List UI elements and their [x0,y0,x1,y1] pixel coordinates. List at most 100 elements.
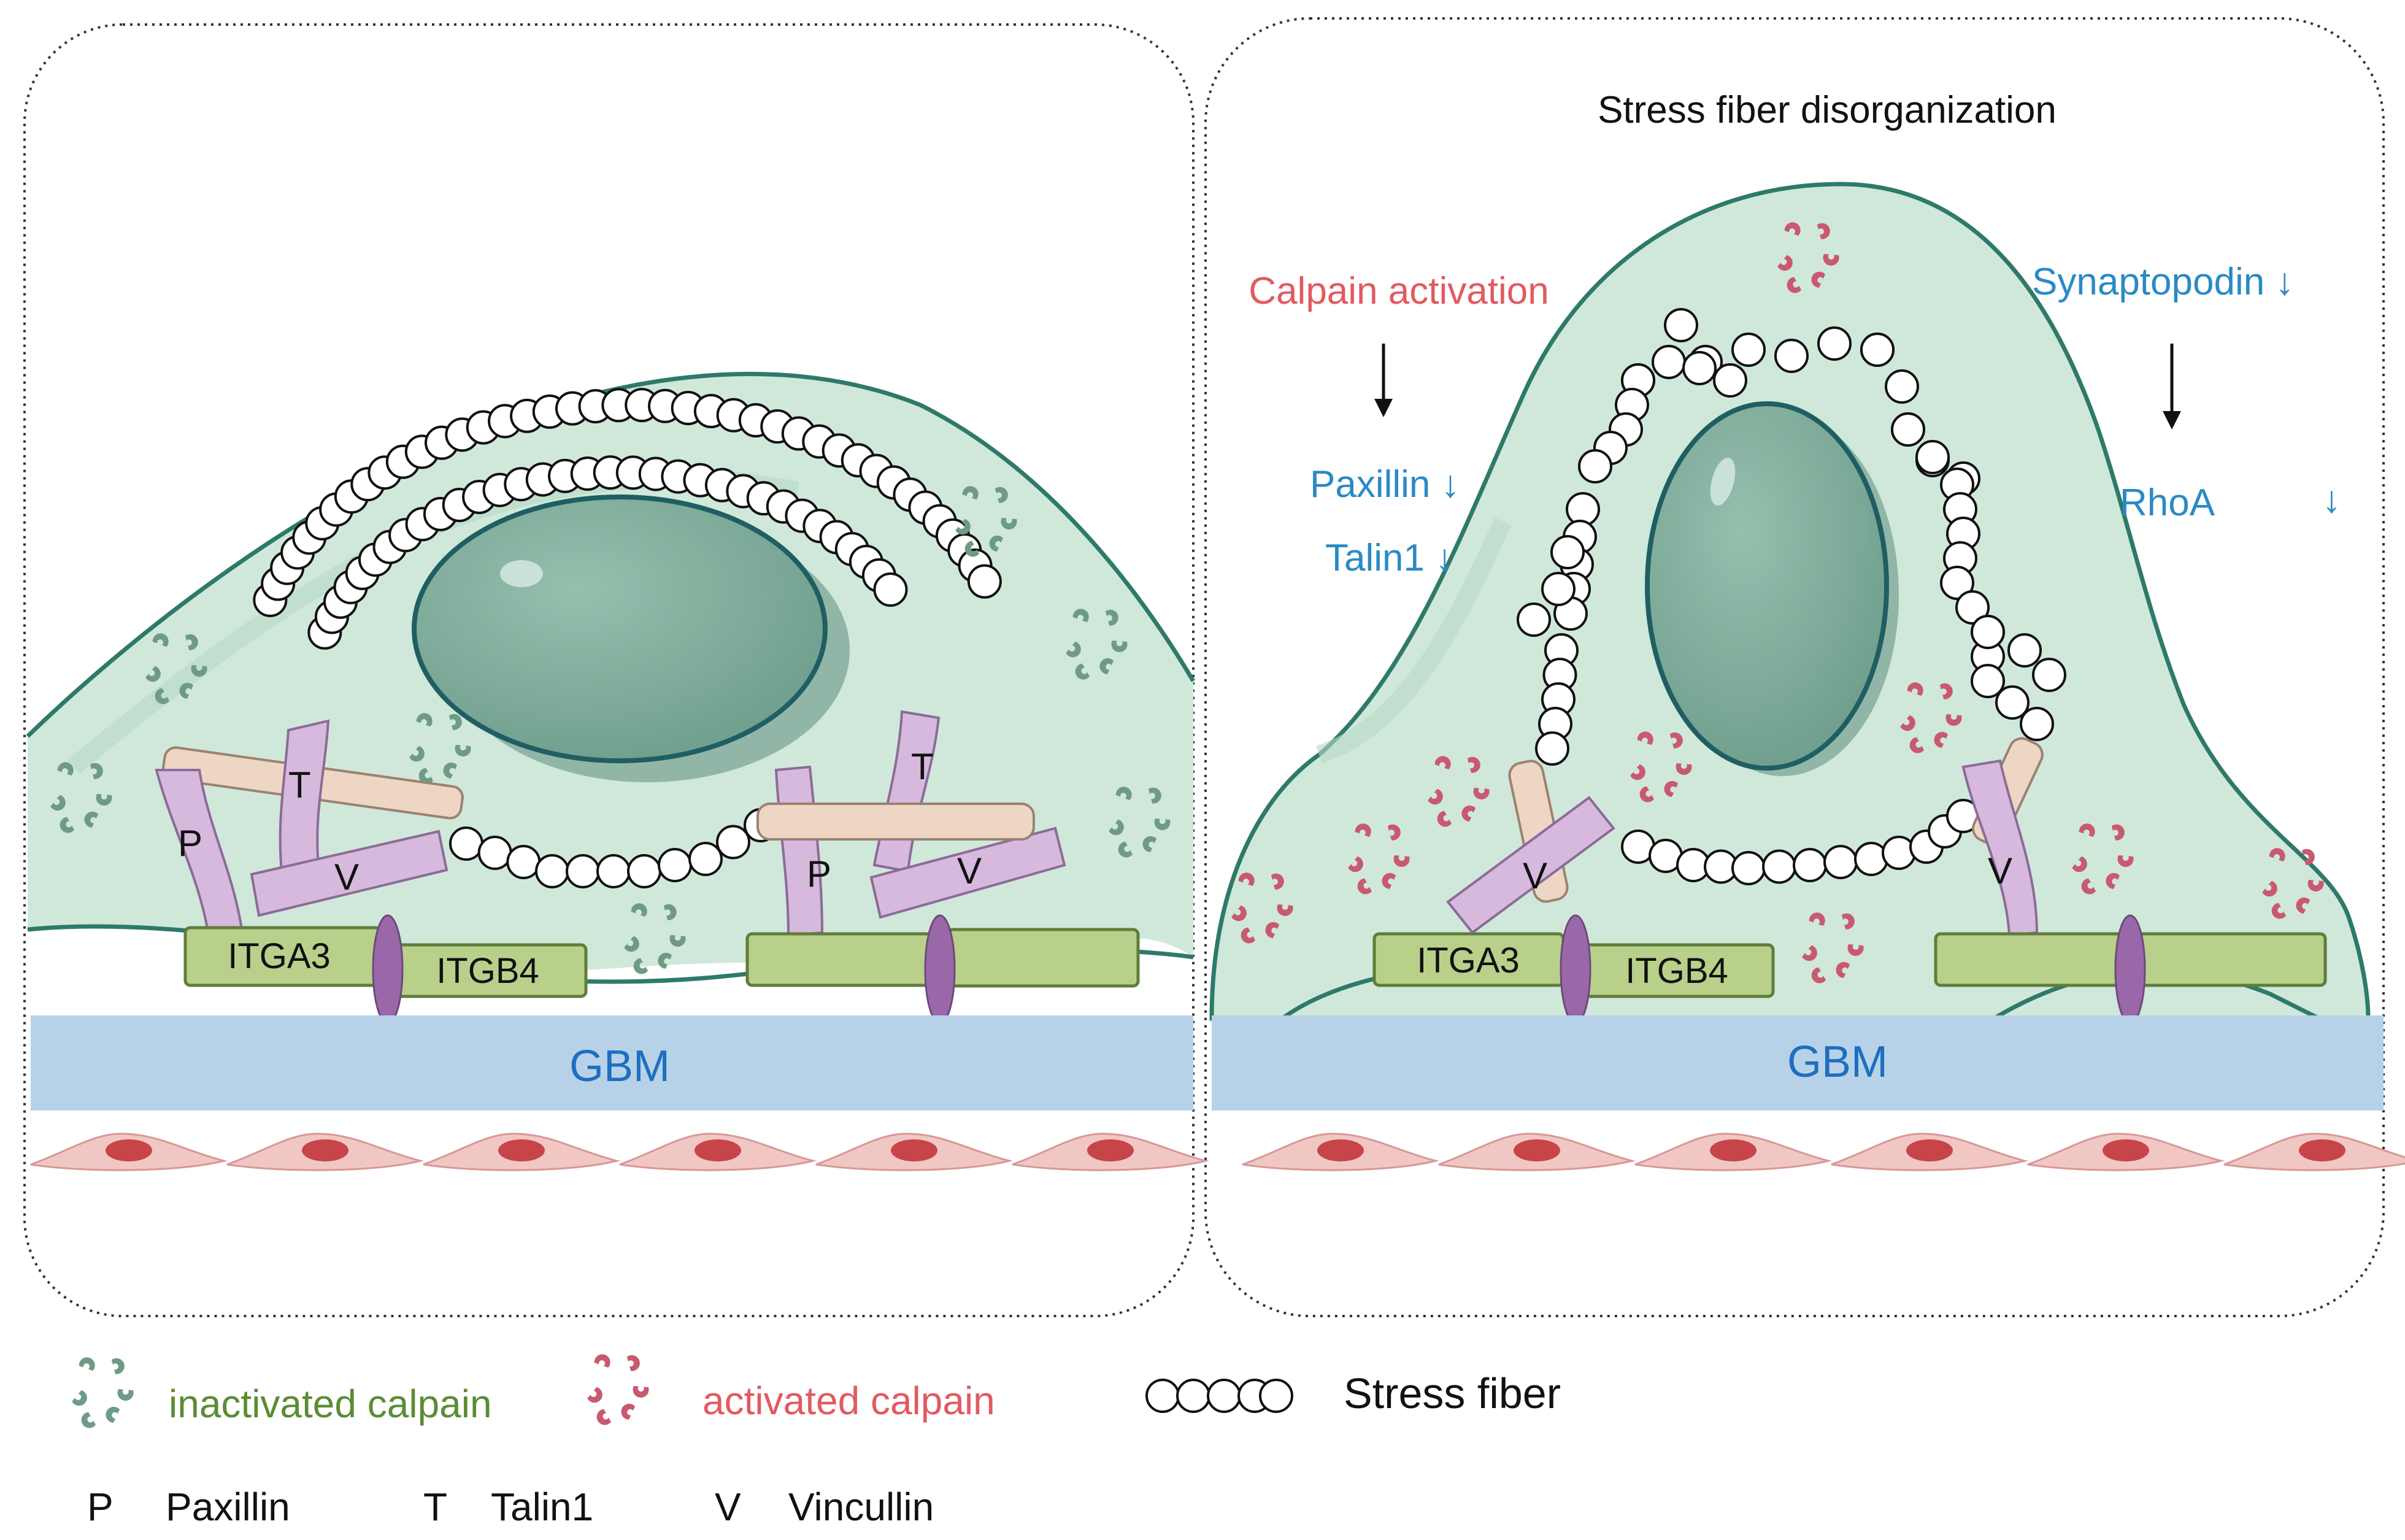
stress-fiber-bead [658,848,692,882]
right-gbm-band [1212,1015,2384,1111]
stress-fiber-bead [1762,849,1796,884]
arrow-down-synaptopodin [2163,344,2181,429]
right-gbm-label: GBM [1787,1038,1888,1087]
stress-fiber-bead [688,842,723,876]
endothelial-cell [619,1133,817,1171]
stress-fiber-bead [1535,731,1569,766]
left-itga3-label: ITGA3 [228,936,331,976]
inactive-calpain [72,1357,134,1428]
stress-fiber-bead [1885,369,1919,404]
stress-fiber-bead [596,854,631,888]
inactive-calpain [955,486,1017,557]
right-itga3-label: ITGA3 [1417,941,1520,980]
stress-fiber-bead [535,854,569,888]
right-panel-title: Stress fiber disorganization [1598,89,2057,131]
left2-p-label: P [807,853,831,895]
left-stress-fibers [253,388,1002,888]
right-anchor-1 [1560,914,1591,1025]
legend-stress-fiber-icon [1145,1379,1293,1413]
paxillin-down-label: Paxillin ↓ [1310,463,1460,506]
endothelial-cell [2223,1133,2405,1171]
stress-fiber-bead [2007,633,2042,668]
endothelial-cell [30,1133,228,1171]
right-integrin-box-3 [1934,932,2128,987]
left-integrins: ITGA3 ITGB4 [183,914,1140,1025]
active-calpain [587,1354,649,1425]
stress-fiber-bead [2020,707,2054,741]
stress-fiber-bead [1664,308,1698,342]
stress-fiber-bead [1578,449,1612,483]
endothelial-cell [815,1133,1013,1171]
stress-fiber-bead [2032,658,2066,692]
left-anchor-1 [372,914,404,1025]
active-calpain [1777,222,1839,293]
stress-fiber-bead [1176,1379,1210,1413]
left-adhesion-complex-2: P T V [756,710,1066,937]
stress-fiber-bead [873,572,908,607]
right-v1-label: V [1523,855,1547,896]
right-v2-label: V [1988,850,2012,891]
right-nucleus [1645,401,1899,776]
endothelial-cell [1242,1133,1439,1171]
legend-inactive-calpain-icon [72,1357,134,1428]
stress-fiber-bead [1971,664,2005,698]
left-itgb4-label: ITGB4 [436,951,539,991]
active-calpain [2072,823,2134,895]
stress-fiber-bead [1971,615,2005,649]
right-adhesion-complex-1: V [1446,760,1615,934]
legend-abbr-t-key: T [423,1485,447,1529]
stress-fiber-bead [1955,590,1990,625]
synaptopodin-down-label: Synaptopodin ↓ [2032,261,2294,303]
active-calpain [2262,848,2324,919]
stress-fiber-bead [716,825,750,860]
left-nucleus [412,495,850,782]
rhoa-down-arrow: ↓ [2322,479,2341,521]
endothelial-cell [1831,1133,2028,1171]
inactive-calpain [1066,609,1128,680]
left2-t-label: T [911,746,934,787]
inactive-calpain [1109,787,1171,858]
stress-fiber-bead [1731,333,1766,367]
stress-fiber-bead [1541,572,1576,606]
stress-fiber-bead [1682,351,1717,385]
active-calpain [1802,912,1864,984]
stress-fiber-bead [1517,603,1551,637]
inactive-calpain [145,633,207,704]
active-calpain [1231,872,1293,944]
endothelial-cell [423,1133,620,1171]
stress-fiber-bead [1145,1379,1180,1413]
active-calpain [1630,731,1692,803]
stress-fiber-bead [1207,1379,1241,1413]
endothelial-cell [226,1133,424,1171]
legend-abbr-v-name: Vincullin [788,1485,934,1529]
stress-fiber-bead [506,845,541,879]
endothelial-cell [1634,1133,1832,1171]
legend-abbr-p-name: Paxillin [166,1485,290,1529]
stress-fiber-bead [1731,851,1766,885]
legend-inactive-label: inactivated calpain [169,1382,492,1426]
left-adhesion-complex-1: P T V [155,719,464,937]
active-calpain [1900,682,1962,753]
left2-v-label: V [957,850,982,891]
stress-fiber-bead [1774,339,1809,373]
inactive-calpain [624,903,686,974]
talin-down-label: Talin1 ↓ [1325,537,1454,579]
stress-fiber-bead [1823,845,1858,879]
stress-fiber-bead [1550,535,1585,569]
inactive-calpain [50,762,112,833]
legend-abbr-v-key: V [715,1485,741,1529]
stress-fiber-bead [1793,848,1827,882]
stress-fiber-bead [449,826,483,861]
endothelial-cell [2027,1133,2225,1171]
endothelial-cells-row [30,1133,2405,1171]
left-inactive-calpain-group [50,486,1171,974]
stress-fiber-bead [1995,685,2030,720]
stress-fiber-bead [967,564,1002,599]
left-gbm-band [31,1015,1193,1111]
right-itgb4-label: ITGB4 [1625,951,1728,991]
right-adhesion-complex-2: V [1961,737,2044,937]
stress-fiber-bead [1860,333,1895,367]
stress-fiber-bead [1891,412,1925,447]
rhoa-label: RhoA [2120,482,2215,524]
